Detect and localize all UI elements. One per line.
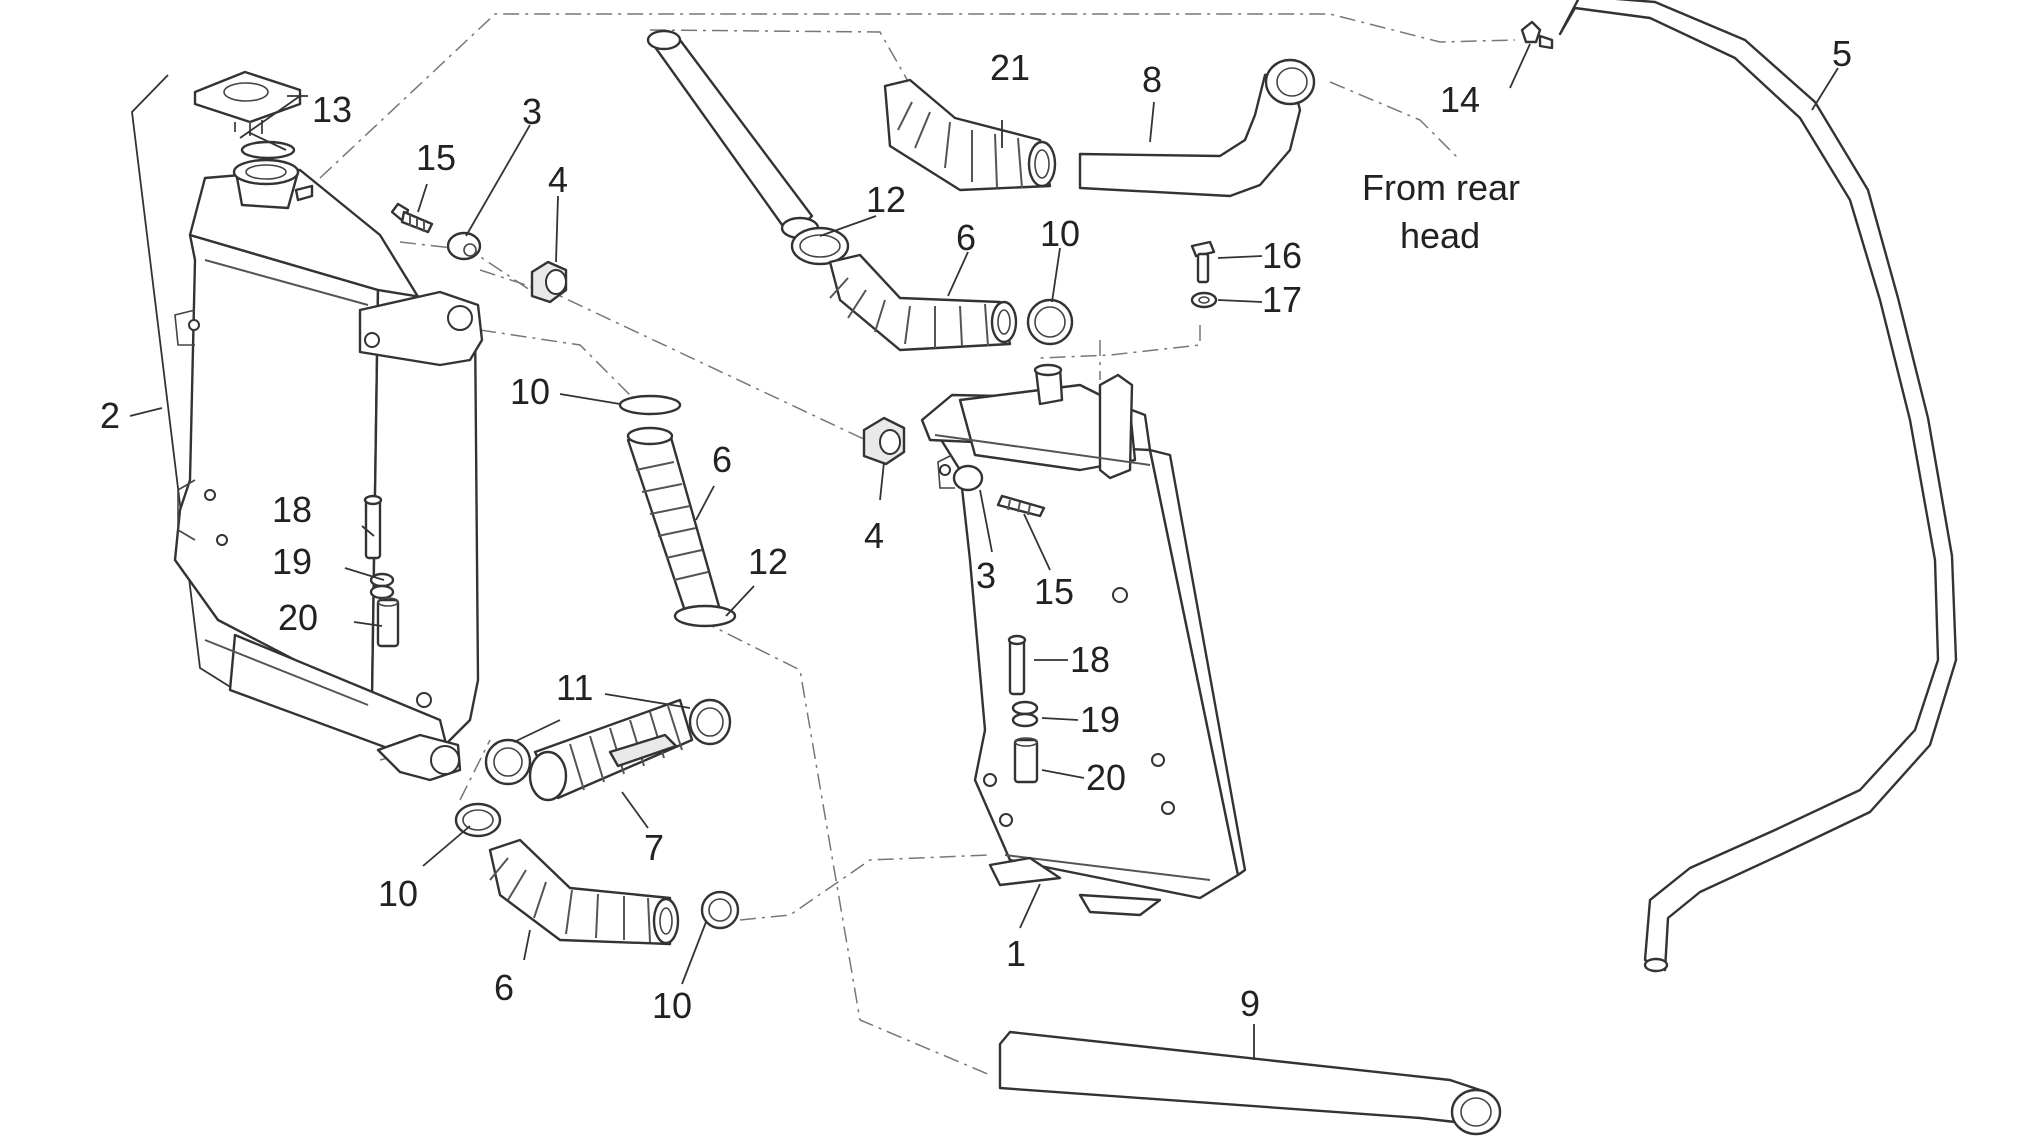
label-18-left: 18 (272, 489, 312, 530)
right-radiator (920, 363, 1247, 917)
left-radiator (173, 158, 484, 782)
label-19-left: 19 (272, 541, 312, 582)
connection-lines (319, 13, 1516, 1076)
hose-6-middle (618, 394, 737, 628)
label-16: 16 (1262, 235, 1302, 276)
label-6-middle: 6 (712, 439, 732, 480)
note-from-rear-head-line1: From rear (1362, 167, 1520, 208)
label-20-left: 20 (278, 597, 318, 638)
label-7: 7 (644, 827, 664, 868)
clamp-14 (1520, 20, 1554, 50)
label-12-upper: 12 (866, 179, 906, 220)
radiator-cap (193, 70, 302, 160)
overflow-hose-5 (1558, 0, 1958, 973)
label-12-middle: 12 (748, 541, 788, 582)
note-from-rear-head-line2: head (1400, 215, 1480, 256)
label-4-left: 4 (548, 159, 568, 200)
callout-labels: 13 2 15 3 4 21 8 14 5 12 6 10 16 17 10 6… (100, 33, 1852, 1026)
label-5: 5 (1832, 33, 1852, 74)
label-6-lower: 6 (494, 967, 514, 1008)
label-18-right: 18 (1070, 639, 1110, 680)
label-11: 11 (556, 667, 593, 708)
label-17: 17 (1262, 279, 1302, 320)
label-8: 8 (1142, 59, 1162, 100)
label-3-left: 3 (522, 91, 542, 132)
left-top-fasteners (390, 202, 568, 304)
label-20-right: 20 (1086, 757, 1126, 798)
label-21: 21 (990, 47, 1030, 88)
label-10-lower-left: 10 (378, 873, 418, 914)
assembly-bracket (131, 74, 233, 689)
grommet-4-right (862, 416, 906, 466)
label-2: 2 (100, 395, 120, 436)
label-6-upper: 6 (956, 217, 976, 258)
hose-6-lower (454, 802, 740, 946)
label-9: 9 (1240, 983, 1260, 1024)
label-10-middle: 10 (510, 371, 550, 412)
bolt-16-washer-17 (1190, 240, 1218, 309)
label-10-lower: 10 (652, 985, 692, 1026)
label-15-right: 15 (1034, 571, 1074, 612)
left-mount-hardware (363, 494, 400, 648)
label-19-right: 19 (1080, 699, 1120, 740)
hose-8 (1078, 58, 1316, 198)
label-3-right: 3 (976, 555, 996, 596)
hose-21 (883, 78, 1057, 192)
label-10-upper: 10 (1040, 213, 1080, 254)
hose-6-upper (828, 253, 1018, 352)
label-13: 13 (312, 89, 352, 130)
label-15-left: 15 (416, 137, 456, 178)
leader-lines (129, 43, 1839, 1060)
label-1: 1 (1006, 933, 1026, 974)
pipe-9 (998, 1030, 1502, 1136)
clamp-12-upper (790, 226, 850, 266)
upper-left-tube (646, 29, 820, 240)
label-14: 14 (1440, 79, 1480, 120)
label-4-right: 4 (864, 515, 884, 556)
hose-7-with-clamps (484, 698, 732, 802)
